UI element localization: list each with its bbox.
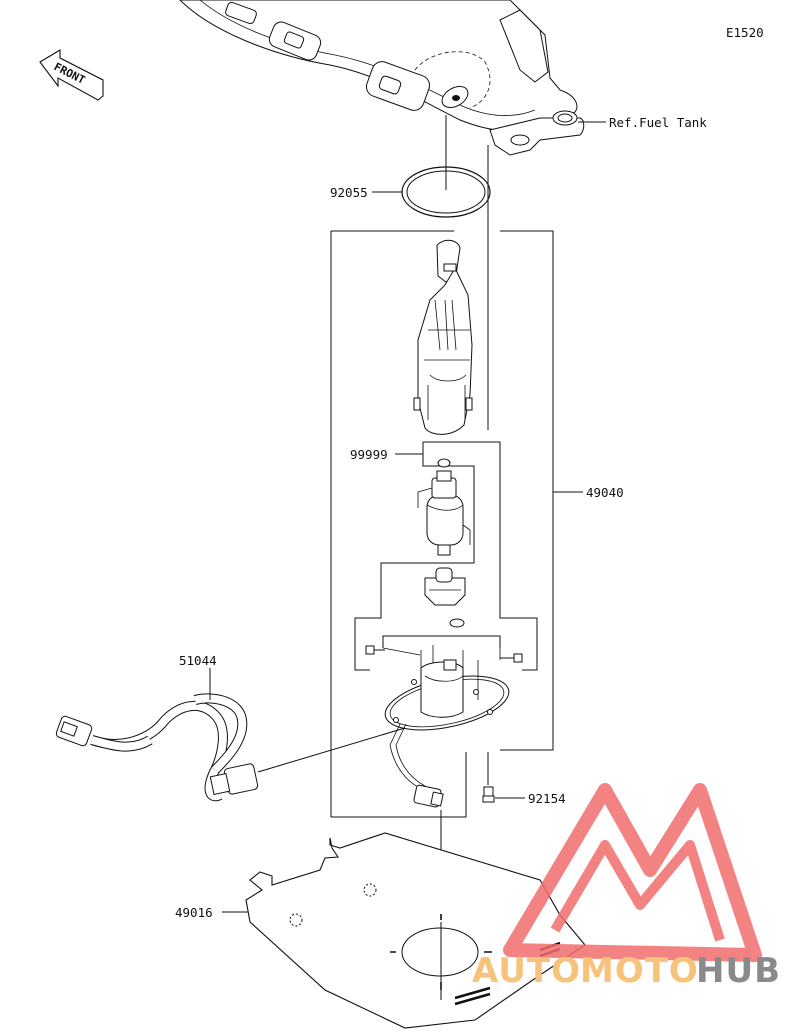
label-49016: 49016 — [175, 905, 213, 920]
screw-left — [365, 645, 385, 655]
label-92055: 92055 — [330, 185, 368, 200]
pump-filter — [424, 567, 466, 606]
fuel-tank — [179, 0, 585, 156]
screw-right — [500, 653, 523, 663]
fuel-pump-motor — [417, 470, 471, 556]
watermark-logo — [503, 783, 762, 962]
bolt-92154 — [482, 752, 495, 803]
pump-base-flange — [384, 645, 510, 791]
watermark-hub: HUB — [696, 951, 781, 991]
front-arrow-icon: FRONT — [39, 49, 104, 101]
watermark-auto: AUTO — [472, 951, 581, 991]
washer-99999 — [437, 458, 451, 468]
washer — [449, 618, 465, 628]
label-92154: 92154 — [528, 791, 566, 806]
label-ref-fuel-tank: Ref.Fuel Tank — [609, 115, 707, 130]
pump-connector — [413, 784, 444, 808]
diagram-code: E1520 — [726, 25, 764, 40]
label-99999: 99999 — [350, 447, 388, 462]
gasket-plate-49016 — [245, 832, 586, 1029]
pump-bracket-assembly — [413, 239, 473, 435]
wiring-harness-51044 — [55, 693, 259, 802]
label-49040: 49040 — [586, 485, 624, 500]
label-51044: 51044 — [179, 653, 217, 668]
watermark-moto: MOTO — [580, 951, 699, 991]
